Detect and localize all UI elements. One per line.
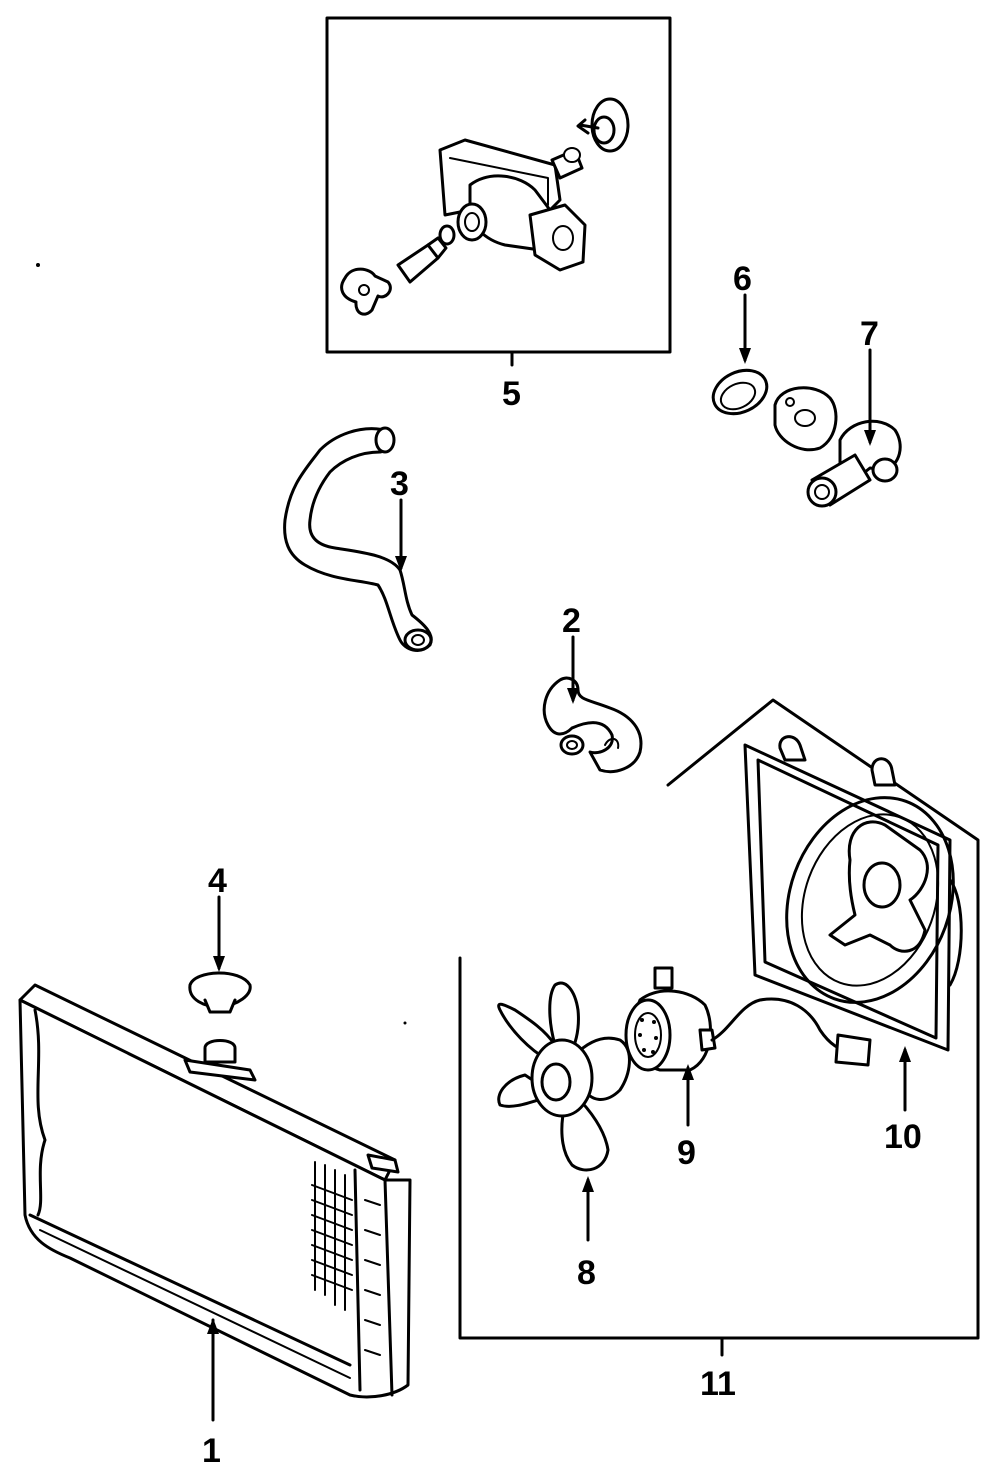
callout-11-label: 11 [700,1365,736,1403]
part-6-thermostat[interactable] [706,362,774,422]
part-2-lower-hose[interactable] [542,676,643,774]
callout-1-label: 1 [202,1432,221,1464]
callout-9: 9 [677,1064,696,1172]
part-5-thermostat-housing-kit[interactable] [325,16,672,354]
callout-3: 3 [390,465,409,572]
callout-10: 10 [884,1046,922,1156]
part-1-radiator[interactable] [18,983,412,1399]
callout-1: 1 [202,1318,221,1469]
part-3-upper-hose[interactable] [283,426,433,652]
callout-9-label: 9 [677,1134,696,1172]
callout-8-label: 8 [577,1254,596,1292]
speck [36,263,40,267]
speck [403,1021,407,1025]
callout-2: 2 [562,602,581,704]
part-8-fan-blade[interactable] [497,981,631,1172]
callout-11: 11 [700,1336,736,1403]
callout-2-label: 2 [562,602,581,640]
callout-8: 8 [577,1176,596,1292]
callout-6-label: 6 [733,260,752,298]
part-11-fan-assembly[interactable] [458,698,980,1340]
callout-10-label: 10 [884,1118,922,1156]
callout-4: 4 [208,862,227,972]
callout-5: 5 [502,350,521,413]
part-7-water-outlet[interactable] [773,386,902,508]
callout-7-label: 7 [860,315,879,353]
callout-5-label: 5 [502,375,521,413]
part-9-fan-motor[interactable] [624,966,872,1072]
callout-6: 6 [733,260,752,364]
callout-7: 7 [860,315,879,446]
callout-4-label: 4 [208,862,227,900]
callout-3-label: 3 [390,465,409,503]
part-4-radiator-cap[interactable] [188,971,252,1014]
part-10-fan-shroud[interactable] [743,735,981,1052]
